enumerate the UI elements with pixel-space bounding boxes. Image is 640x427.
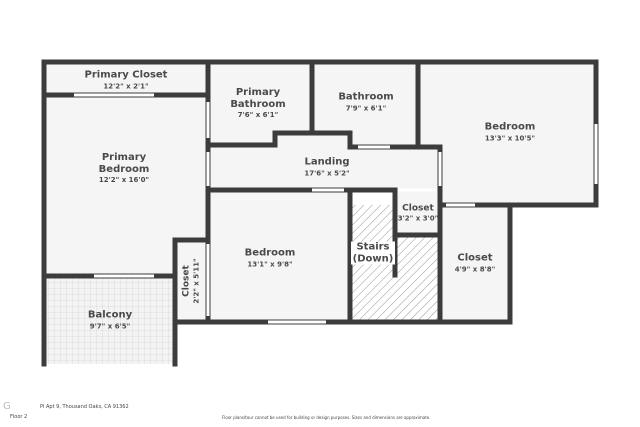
footer-disclaimer: Floor plans/tour cannot be used for buil… <box>222 415 431 420</box>
label-stairs: Stairs (Down) <box>351 241 395 265</box>
room-balcony <box>44 276 175 364</box>
room-closet-small-fill <box>395 190 440 235</box>
room-bedroom-middle <box>208 190 350 322</box>
footer-address: Pl Apt 9, Thousand Oaks, CA 91362 <box>40 404 129 410</box>
walls <box>41 59 599 367</box>
room-primary-closet <box>44 62 208 95</box>
room-closet-right <box>440 205 510 322</box>
footer-floor: Floor 2 <box>10 414 28 420</box>
doors <box>74 93 598 324</box>
room-bedroom-right <box>418 62 596 205</box>
room-closet-vertical <box>175 240 208 322</box>
logo-watermark: G <box>3 401 11 412</box>
room-landing <box>208 145 440 190</box>
